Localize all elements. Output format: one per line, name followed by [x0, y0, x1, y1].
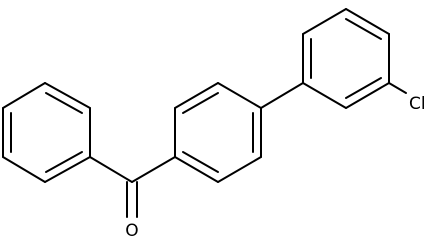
bond [174, 156, 219, 183]
biaryl-bond [260, 82, 304, 109]
chlorine-label: Cl [409, 94, 426, 114]
bond [345, 82, 390, 109]
double-bond-inner [45, 151, 83, 173]
bond [89, 156, 133, 183]
bond [174, 82, 219, 109]
bond [2, 82, 46, 109]
double-bond-inner [345, 18, 382, 40]
bond [44, 82, 91, 109]
bond [302, 8, 347, 35]
bond [44, 156, 91, 183]
oxygen-label: O [125, 221, 138, 241]
chlorine-bond [388, 82, 407, 94]
middle-ring [174, 82, 262, 183]
bond [217, 82, 262, 109]
phenyl-ring [2, 82, 91, 183]
bond [345, 8, 390, 35]
bond [2, 156, 46, 183]
double-bond-inner [182, 92, 219, 114]
bond [131, 156, 176, 183]
double-bond-inner [182, 151, 219, 173]
double-bond-inner [45, 92, 83, 114]
bond [217, 156, 262, 183]
bond [302, 82, 347, 109]
chlorophenyl-ring [302, 8, 390, 109]
double-bond-inner [345, 77, 382, 99]
carbonyl-group [89, 156, 176, 218]
